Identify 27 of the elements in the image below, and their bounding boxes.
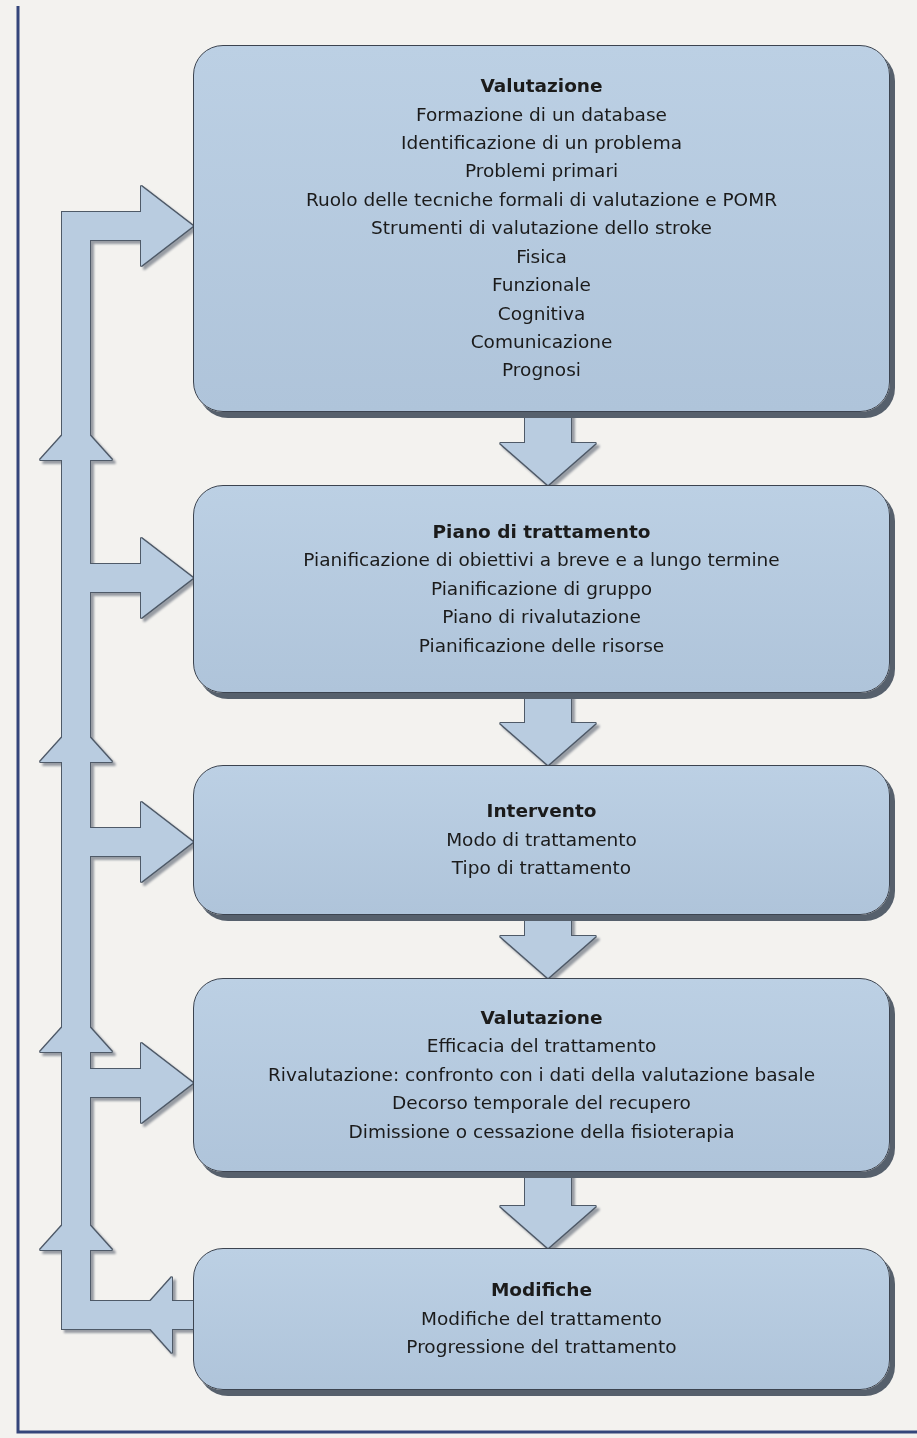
box-text-line: Efficacia del trattamento [426,1034,657,1059]
box-heading: Piano di trattamento [432,520,651,544]
box-text-line: Comunicazione [470,329,613,354]
box-text-line: Tipo di trattamento [451,856,632,881]
box-text-line: Cognitiva [497,301,586,326]
box-heading: Modifiche [490,1278,593,1303]
box-text-line: Fisica [516,244,567,269]
box-text-line: Strumenti di valutazione dello stroke [371,216,712,241]
box-text-line: Identificazione di un problema [401,131,682,156]
box-text-line: Decorso temporale del recupero [392,1091,691,1116]
box-text-line: Funzionale [492,273,591,298]
box-heading: Valutazione [480,74,603,99]
box-text-line: Prognosi [502,358,581,383]
box-text-line: Problemi primari [464,159,619,184]
box-text-line: Pianificazione delle risorse [418,633,665,658]
box-text-line: Modifiche del trattamento [421,1306,662,1331]
box-text-line: Pianificazione di gruppo [430,576,653,601]
box-text-line: Modo di trattamento [446,827,637,852]
box-text-line: Formazione di un database [416,102,667,127]
box-text-line: Piano di rivalutazione [442,605,641,630]
box-heading: Valutazione [480,1006,603,1030]
box-text-line: Ruolo delle tecniche formali di valutazione e POMR [306,187,777,212]
box-text-line: Pianificazione di obiettivi a breve e a lungo termine [303,548,780,573]
box-heading: Intervento [486,799,597,824]
box-text-line: Progressione del trattamento [406,1335,677,1360]
box-text-line: Rivalutazione: confronto con i dati della valutazione basale [267,1062,816,1087]
box-text-line: Dimissione o cessazione della fisioterapia [348,1119,735,1144]
